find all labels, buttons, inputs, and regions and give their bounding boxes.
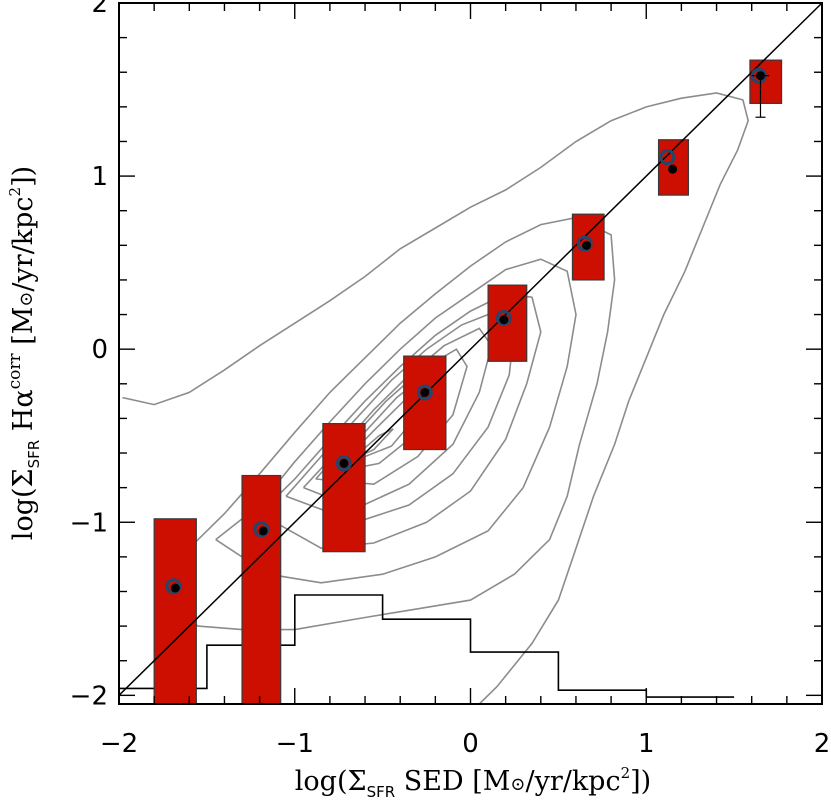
x-tick-label: −2 xyxy=(100,729,138,759)
one-to-one-line xyxy=(118,2,823,696)
median-point-5 xyxy=(576,235,593,252)
y-tick-label: 0 xyxy=(91,335,108,365)
contour-2 xyxy=(215,258,577,584)
median-point-1 xyxy=(253,521,270,538)
mean-point-2 xyxy=(339,458,349,468)
mean-point-5 xyxy=(581,240,591,250)
median-point-4 xyxy=(495,310,512,327)
percentile-box-7 xyxy=(749,59,783,104)
x-tick-label: 2 xyxy=(814,729,831,759)
mean-point-3 xyxy=(420,387,430,397)
y-tick-label: 2 xyxy=(91,0,108,19)
mean-point-6 xyxy=(668,164,678,174)
y-tick-label: −1 xyxy=(70,508,108,538)
percentile-box-0 xyxy=(153,518,197,704)
contour-4 xyxy=(285,310,516,524)
median-point-0 xyxy=(165,578,182,595)
percentile-box-1 xyxy=(241,474,282,704)
median-point-3 xyxy=(416,384,433,401)
y-tick-label: −2 xyxy=(70,681,108,711)
x-tick-label: 0 xyxy=(462,729,479,759)
mean-point-4 xyxy=(499,315,509,325)
percentile-box-2 xyxy=(322,423,366,553)
mean-point-0 xyxy=(170,583,180,593)
x-tick-label: −1 xyxy=(276,729,314,759)
mean-point-7 xyxy=(755,71,765,81)
binned-points xyxy=(165,67,770,595)
percentile-boxes xyxy=(153,59,783,704)
contour-1 xyxy=(157,216,616,631)
percentile-box-3 xyxy=(403,355,447,451)
contour-9 xyxy=(350,428,394,461)
histogram-step xyxy=(119,594,735,698)
plot-axes: −2 −1 0 1 2 −2 −1 0 1 2 xyxy=(70,0,831,759)
y-axis-title: log(ΣSFR Hαcorr [M⊙/yr/kpc2]) xyxy=(5,166,43,540)
y-tick-label: 1 xyxy=(91,162,108,192)
one-to-one-line-path xyxy=(118,2,823,696)
median-point-6 xyxy=(659,149,676,166)
contour-3 xyxy=(259,292,542,550)
histogram xyxy=(119,594,735,698)
x-axis-title: log(ΣSFR SED [M⊙/yr/kpc2]) xyxy=(295,764,651,801)
contour-0 xyxy=(122,92,750,704)
contour-5 xyxy=(302,327,493,510)
plot-frame xyxy=(118,2,823,705)
mean-point-1 xyxy=(258,526,268,536)
median-point-2 xyxy=(335,455,352,472)
x-tick-label: 1 xyxy=(638,729,655,759)
